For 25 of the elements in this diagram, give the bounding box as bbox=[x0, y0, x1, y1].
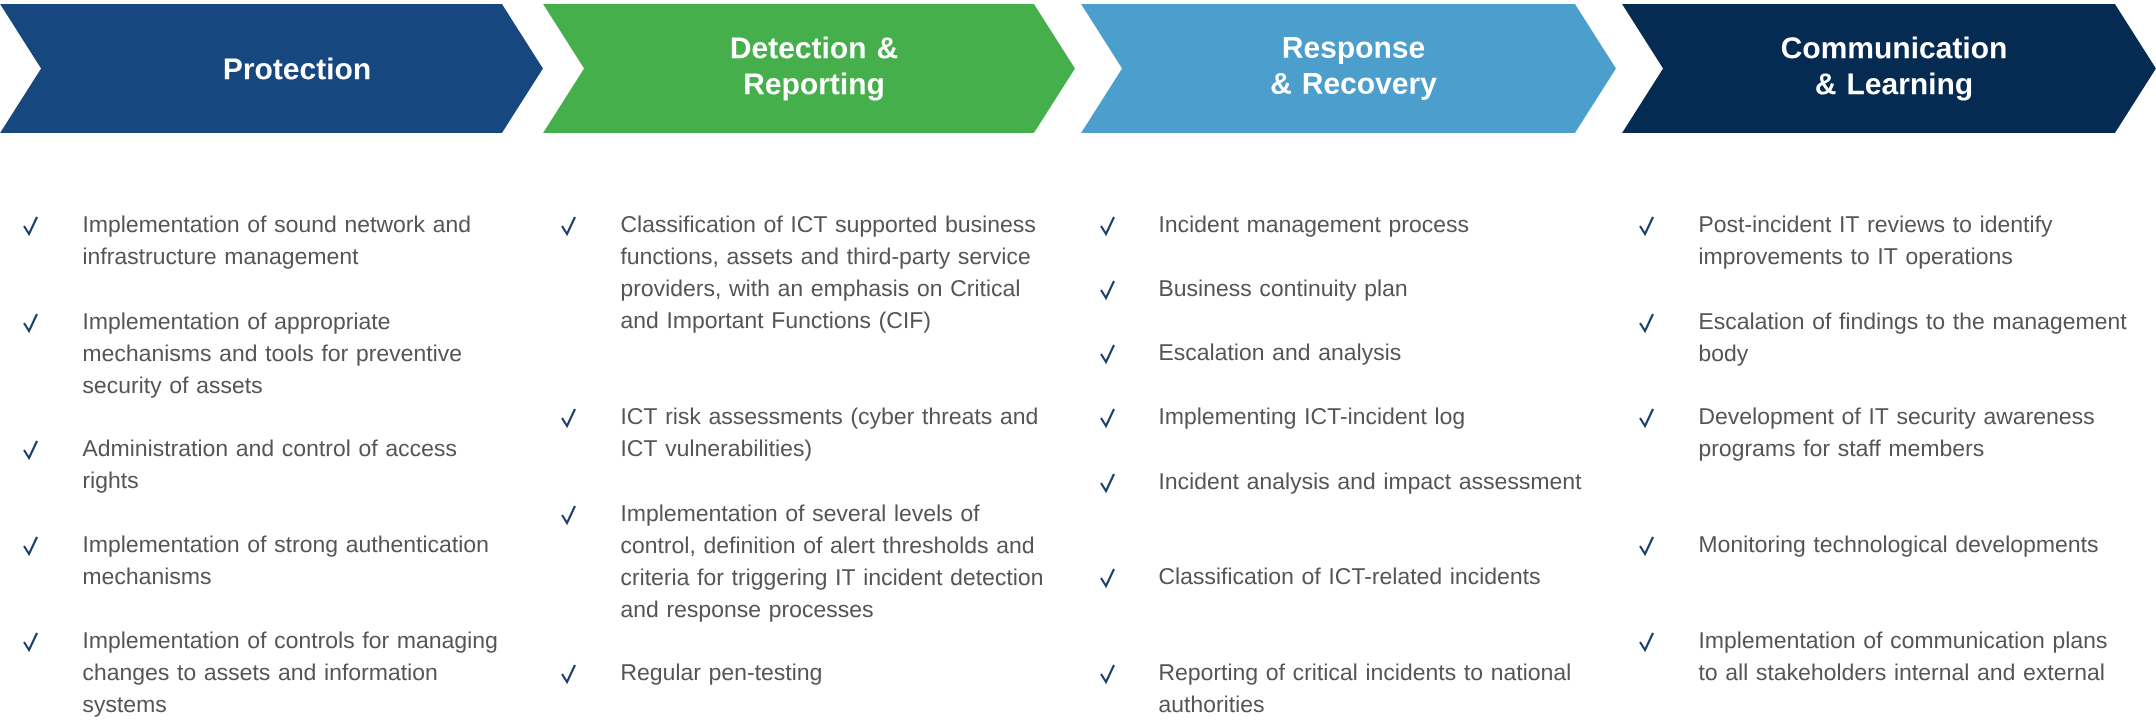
bullet-text: Incident management process bbox=[1160, 215, 1469, 237]
bullet-text: Business continuity plan bbox=[1160, 279, 1407, 301]
bullet-text: Implementation of sound network and infrastructure management bbox=[83, 215, 470, 269]
bullet-text: ICT risk assessments (cyber threats and ICT vulnerabilities) bbox=[622, 407, 1037, 461]
bullet-text: Escalation and analysis bbox=[1160, 343, 1401, 365]
bullet-text: Implementation of strong authentication mechanisms bbox=[83, 535, 488, 585]
bullet-text: Implementation of communication plans to all stakeholders internal and external bbox=[1698, 631, 2107, 681]
bullet-text: Development of IT security awareness programs for staff members bbox=[1699, 407, 2094, 461]
bullet-text: Escalation of findings to the management body bbox=[1699, 312, 2127, 366]
bullet-text: Incident analysis and impact assessment bbox=[1160, 472, 1582, 494]
bullet-text: Post-incident IT reviews to identify improvements to IT operations bbox=[1699, 215, 2053, 269]
bullet-text: Administration and control of access rights bbox=[82, 439, 457, 493]
bullet-text: Implementation of controls for managing changes to assets and information systems bbox=[83, 631, 497, 717]
bullet-text: Reporting of critical incidents to national authorities bbox=[1159, 663, 1570, 713]
bullet-text: Implementation of appropriate mechanisms and tools for preventive security of assets bbox=[83, 312, 461, 398]
chevron-box: Detection & Reporting bbox=[543, 4, 1075, 133]
chevron-box: Communication & Learning bbox=[1622, 4, 2156, 133]
bullet-text: Implementation of several levels of control, definition of alert thresholds and criteria for triggering IT incident detection and response processes bbox=[621, 504, 1042, 622]
bullet-text: Classification of ICT supported business functions, assets and third-party service providers, with an emphasis on Critical and Important Functions (CIF) bbox=[620, 215, 1035, 333]
bullet-text: Implementing ICT-incident log bbox=[1160, 407, 1464, 429]
bullet-text: Monitoring technological developments bbox=[1700, 535, 2098, 557]
bullet-text: Regular pen-testing bbox=[622, 663, 821, 685]
chevron-box: Protection bbox=[0, 4, 543, 133]
bullet-text: Classification of ICT-related incidents bbox=[1159, 567, 1540, 585]
chevron-box: Response & Recovery bbox=[1081, 4, 1616, 133]
